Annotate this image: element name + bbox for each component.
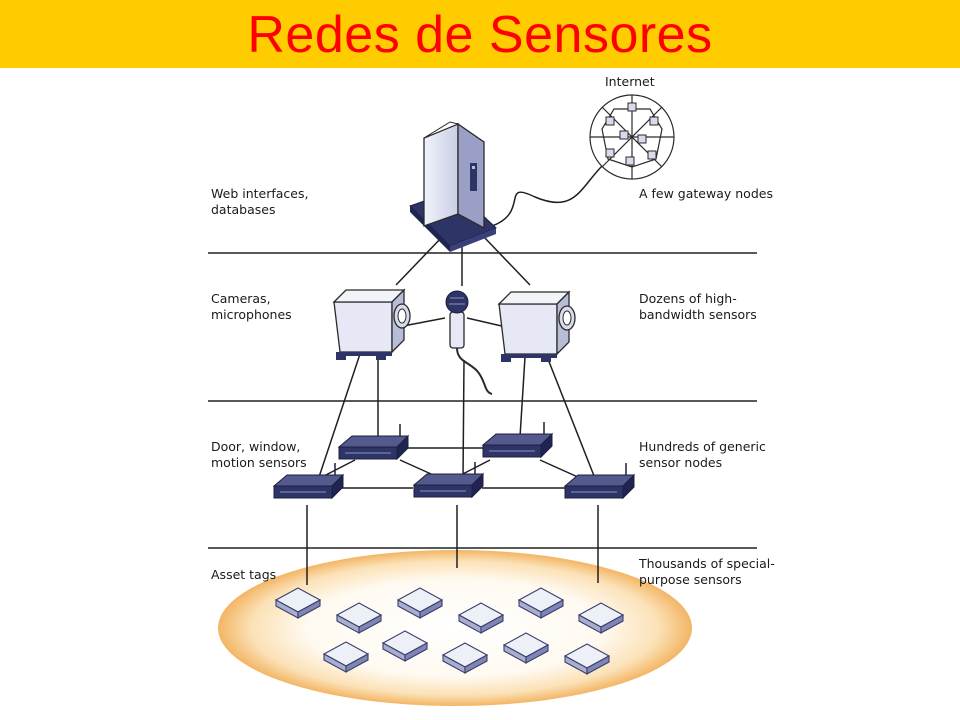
label-web-interfaces: Web interfaces, databases: [211, 186, 308, 218]
camera-icon: [333, 289, 411, 361]
label-asset-tags: Asset tags: [211, 567, 276, 583]
sensor-node-icon: [338, 423, 409, 460]
label-line: Thousands of special-: [639, 556, 775, 571]
label-line: bandwidth sensors: [639, 307, 757, 322]
label-line: Asset tags: [211, 567, 277, 582]
sensor-node-icon: [564, 462, 635, 499]
label-line: sensor nodes: [639, 455, 723, 470]
page-title: Redes de Sensores: [247, 6, 713, 64]
internet-globe-icon: [589, 94, 675, 180]
label-line: motion sensors: [211, 455, 307, 470]
label-line: purpose sensors: [639, 572, 742, 587]
label-line: microphones: [211, 307, 292, 322]
label-line: Cameras,: [211, 291, 271, 306]
camera-icon: [498, 291, 576, 363]
sensor-node-icon: [413, 461, 484, 498]
title-bar: Redes de Sensores: [0, 0, 960, 68]
label-door-window: Door, window, motion sensors: [211, 439, 307, 471]
label-line: Dozens of high-: [639, 291, 737, 306]
label-line: databases: [211, 202, 276, 217]
label-cameras: Cameras, microphones: [211, 291, 292, 323]
label-internet: Internet: [605, 74, 655, 90]
label-special-purpose: Thousands of special- purpose sensors: [639, 556, 775, 588]
label-internet-text: Internet: [605, 74, 655, 89]
label-line: Door, window,: [211, 439, 301, 454]
label-gateway-nodes: A few gateway nodes: [639, 186, 773, 202]
label-line: Web interfaces,: [211, 186, 309, 201]
server-icon: [409, 121, 497, 252]
label-line: Hundreds of generic: [639, 439, 766, 454]
asset-tag-field: [218, 550, 692, 706]
label-high-bandwidth: Dozens of high- bandwidth sensors: [639, 291, 757, 323]
label-line: A few gateway nodes: [639, 186, 773, 201]
microphone-icon: [445, 290, 493, 395]
label-generic-nodes: Hundreds of generic sensor nodes: [639, 439, 766, 471]
sensor-node-icon: [482, 421, 553, 458]
